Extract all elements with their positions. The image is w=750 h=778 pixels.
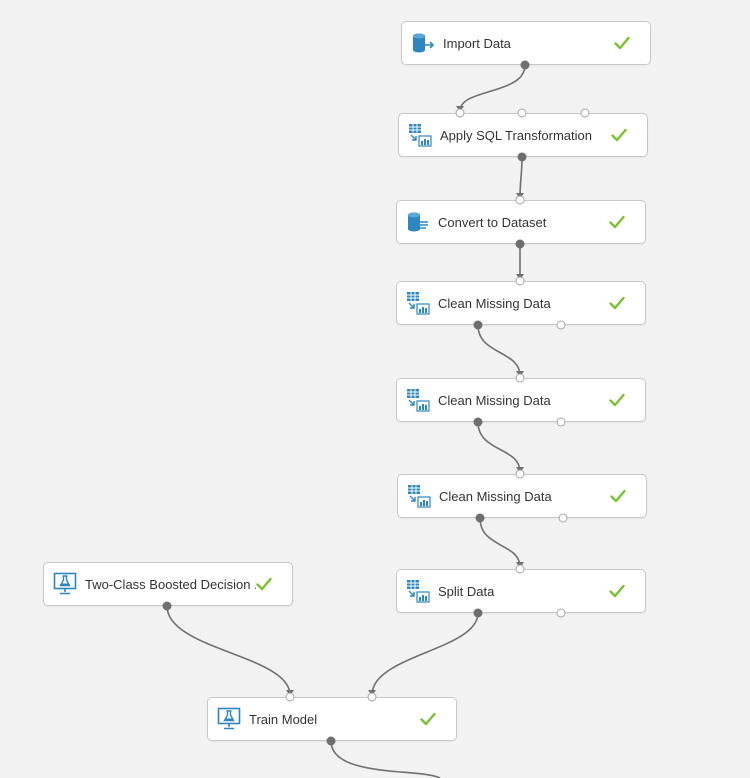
- output-port[interactable]: [556, 608, 566, 618]
- module-label: Clean Missing Data: [438, 295, 551, 311]
- checkmark-icon: [610, 489, 626, 503]
- table-transform-icon: [408, 123, 432, 147]
- input-port[interactable]: [517, 108, 527, 118]
- connection-line[interactable]: [330, 740, 441, 778]
- table-transform-icon: [406, 291, 430, 315]
- output-port[interactable]: [473, 320, 483, 330]
- module-label: Two-Class Boosted Decision ...: [85, 576, 256, 592]
- connection-line[interactable]: [519, 156, 523, 199]
- output-port[interactable]: [558, 513, 568, 523]
- connection-line[interactable]: [477, 324, 521, 377]
- module-label: Train Model: [249, 711, 318, 727]
- module-apply-sql[interactable]: Apply SQL Transformation: [398, 113, 648, 157]
- output-port[interactable]: [475, 513, 485, 523]
- module-label: Clean Missing Data: [438, 392, 551, 408]
- input-port[interactable]: [515, 276, 525, 286]
- module-label: Split Data: [438, 583, 495, 599]
- input-port[interactable]: [515, 373, 525, 383]
- input-port[interactable]: [515, 195, 525, 205]
- connection-line[interactable]: [459, 64, 526, 112]
- flask-monitor-icon: [53, 572, 77, 596]
- flask-monitor-icon: [217, 707, 241, 731]
- output-port[interactable]: [517, 152, 527, 162]
- output-port[interactable]: [556, 417, 566, 427]
- table-transform-icon: [406, 579, 430, 603]
- module-train-model[interactable]: Train Model: [207, 697, 457, 741]
- module-boosted-tree[interactable]: Two-Class Boosted Decision ...: [43, 562, 293, 606]
- module-import-data[interactable]: Import Data: [401, 21, 651, 65]
- checkmark-icon: [609, 393, 625, 407]
- module-convert-dataset[interactable]: Convert to Dataset: [396, 200, 646, 244]
- output-port[interactable]: [162, 601, 172, 611]
- input-port[interactable]: [580, 108, 590, 118]
- table-transform-icon: [406, 388, 430, 412]
- checkmark-icon: [609, 584, 625, 598]
- module-clean-missing-1[interactable]: Clean Missing Data: [396, 281, 646, 325]
- output-port[interactable]: [515, 239, 525, 249]
- checkmark-icon: [420, 712, 436, 726]
- database-import-icon: [411, 31, 435, 55]
- connection-line[interactable]: [477, 421, 521, 473]
- input-port[interactable]: [515, 469, 525, 479]
- input-port[interactable]: [367, 692, 377, 702]
- connection-line[interactable]: [479, 517, 521, 568]
- input-port[interactable]: [515, 564, 525, 574]
- module-clean-missing-2[interactable]: Clean Missing Data: [396, 378, 646, 422]
- module-split-data[interactable]: Split Data: [396, 569, 646, 613]
- checkmark-icon: [611, 128, 627, 142]
- database-convert-icon: [406, 210, 430, 234]
- output-port[interactable]: [473, 417, 483, 427]
- module-label: Apply SQL Transformation: [440, 127, 592, 143]
- connection-line[interactable]: [371, 612, 479, 696]
- module-label: Clean Missing Data: [439, 488, 552, 504]
- module-clean-missing-3[interactable]: Clean Missing Data: [397, 474, 647, 518]
- connection-line[interactable]: [166, 605, 291, 696]
- output-port[interactable]: [556, 320, 566, 330]
- checkmark-icon: [609, 296, 625, 310]
- checkmark-icon: [609, 215, 625, 229]
- output-port[interactable]: [473, 608, 483, 618]
- input-port[interactable]: [285, 692, 295, 702]
- output-port[interactable]: [326, 736, 336, 746]
- input-port[interactable]: [455, 108, 465, 118]
- checkmark-icon: [614, 36, 630, 50]
- table-transform-icon: [407, 484, 431, 508]
- module-label: Import Data: [443, 35, 511, 51]
- output-port[interactable]: [520, 60, 530, 70]
- checkmark-icon: [256, 577, 272, 591]
- module-label: Convert to Dataset: [438, 214, 547, 230]
